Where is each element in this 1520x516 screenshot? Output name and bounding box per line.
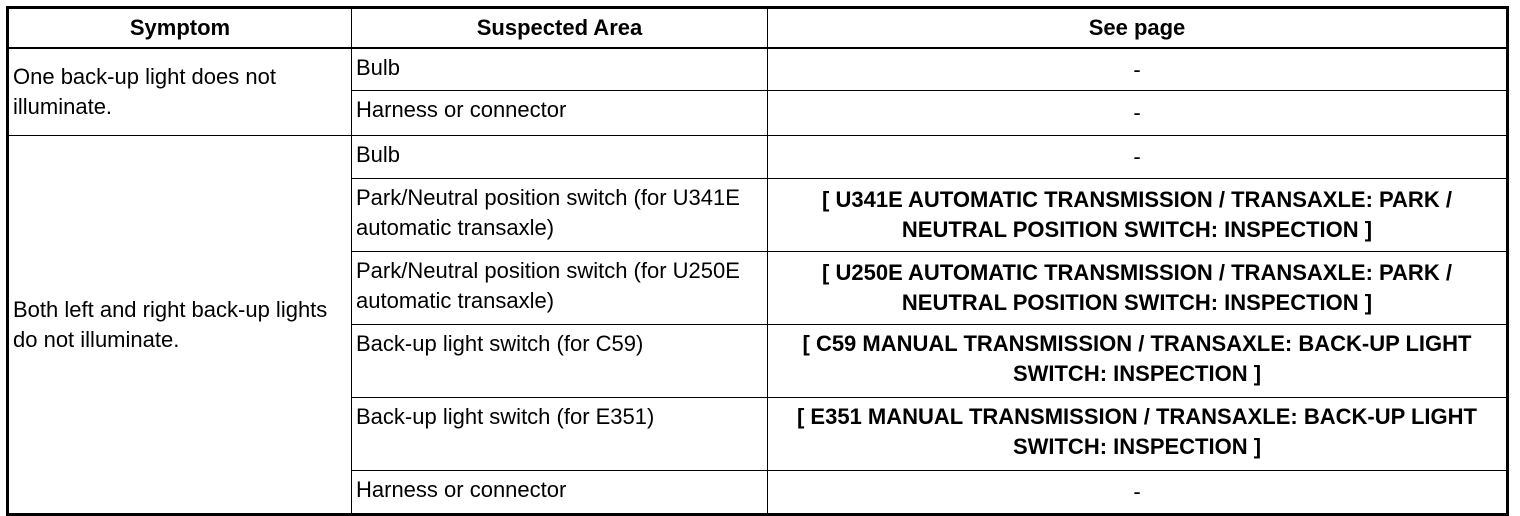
suspected-area-cell: Park/Neutral position switch (for U250E … [351,251,768,325]
table-header: Symptom Suspected Area See page [7,7,1508,49]
suspected-area-cell: Bulb [351,135,768,179]
suspected-area-cell: Back-up light switch (for E351) [351,397,768,471]
suspected-area-cell: Harness or connector [351,470,768,515]
table-row: Both left and right back-up lights do no… [7,135,1508,515]
suspected-area-cell: Back-up light switch (for C59) [351,324,768,398]
table-row: Back-up light switch (for C59) [ C59 MAN… [8,324,1508,398]
table-row: Back-up light switch (for E351) [ E351 M… [8,397,1508,471]
symptom-cell: One back-up light does not illuminate. [7,47,352,136]
table-body: One back-up light does not illuminate. B… [7,47,1508,515]
see-page-cell: - [767,90,1508,136]
header-row: Symptom Suspected Area See page [7,7,1508,49]
suspected-area-cell: Harness or connector [351,90,768,136]
see-page-cell: - [767,470,1508,515]
see-page-link[interactable]: [ U341E AUTOMATIC TRANSMISSION / TRANSAX… [767,178,1508,252]
table-row: Park/Neutral position switch (for U250E … [8,251,1508,325]
suspected-area-cell: Bulb [351,47,768,91]
header-symptom: Symptom [7,7,352,49]
symptom-cell: Both left and right back-up lights do no… [7,135,352,515]
table-row: Park/Neutral position switch (for U341E … [8,178,1508,252]
see-page-cell: - [767,135,1508,179]
symptom-table: Symptom Suspected Area See page One back… [6,6,1509,516]
table-row: Harness or connector - [8,470,1508,515]
table-row: One back-up light does not illuminate. B… [7,47,1508,136]
see-page-link[interactable]: [ U250E AUTOMATIC TRANSMISSION / TRANSAX… [767,251,1508,325]
header-see-page: See page [767,7,1508,49]
see-page-cell: - [767,47,1508,91]
see-page-link[interactable]: [ E351 MANUAL TRANSMISSION / TRANSAXLE: … [767,397,1508,471]
header-suspected-area: Suspected Area [351,7,768,49]
suspected-area-cell: Park/Neutral position switch (for U341E … [351,178,768,252]
see-page-link[interactable]: [ C59 MANUAL TRANSMISSION / TRANSAXLE: B… [767,324,1508,398]
table-row: Harness or connector - [8,90,1508,136]
diagnosis-table-wrapper: Symptom Suspected Area See page One back… [6,6,1509,516]
